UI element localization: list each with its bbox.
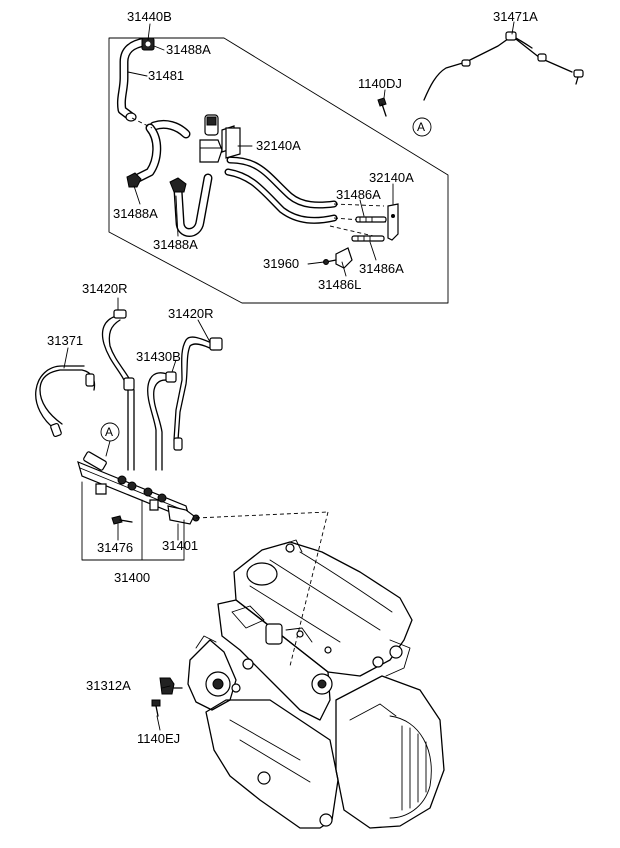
bolt-1140EJ: [151, 699, 161, 717]
bolt-31476: [111, 515, 133, 525]
bolt-31960: [323, 259, 337, 265]
label-31420R-right: 31420R: [168, 306, 214, 321]
label-31488A-top: 31488A: [166, 42, 211, 57]
callout-a-top: [412, 117, 432, 137]
label-31440B: 31440B: [127, 9, 172, 24]
label-1140DJ: 1140DJ: [358, 76, 402, 91]
injector-pipe-31371: [35, 365, 96, 438]
label-31312A: 31312A: [86, 678, 131, 693]
bolt-1140DJ: [377, 97, 387, 117]
label-31401: 31401: [162, 538, 199, 553]
injector-pipe-31430B: [147, 371, 177, 471]
callout-a-top-letter: A: [417, 120, 426, 134]
label-31486A-top: 31486A: [336, 187, 381, 202]
leak-off-hoses: [131, 117, 213, 237]
injector-pipe-31420R-left: [101, 309, 135, 471]
hose-clamp-31488A-left: [126, 172, 142, 188]
label-31486A-bottom: 31486A: [359, 261, 404, 276]
label-32140A-mid: 32140A: [256, 138, 301, 153]
label-31488A-bottom: 31488A: [153, 237, 198, 252]
leader-lines: [63, 21, 515, 731]
fuel-rail-31400: [77, 451, 200, 525]
label-31486L: 31486L: [318, 277, 362, 292]
label-31488A-left: 31488A: [113, 206, 158, 221]
leak-off-pipe-31471A: [423, 31, 584, 101]
bracket-31486L: [335, 247, 353, 269]
return-hose-31481: [116, 37, 150, 122]
pressure-sensor-31312A: [159, 677, 183, 695]
hose-clamp-31488A-bottom: [169, 177, 187, 193]
callout-a-rail: [100, 422, 120, 457]
label-31476: 31476: [97, 540, 134, 555]
label-31960: 31960: [263, 256, 300, 271]
label-1140EJ: 1140EJ: [137, 731, 181, 746]
bracket-32140A-mid: [225, 127, 241, 159]
bolts-31486A: [351, 216, 387, 242]
hose-clamp-31488A-top: [141, 37, 155, 51]
callout-a-rail-letter: A: [105, 425, 114, 439]
label-31400: 31400: [114, 570, 151, 585]
label-31430B: 31430B: [136, 349, 181, 364]
engine-block: [187, 539, 445, 829]
label-31481: 31481: [148, 68, 185, 83]
label-31471A: 31471A: [493, 9, 538, 24]
upper-assembly-outline: [108, 37, 449, 304]
group-bracket-31400: [81, 481, 185, 561]
label-31420R-left: 31420R: [82, 281, 128, 296]
label-32140A-right: 32140A: [369, 170, 414, 185]
label-31371: 31371: [47, 333, 84, 348]
injector-pipe-31420R-right: [173, 336, 223, 451]
bracket-32140A-right: [387, 203, 399, 241]
